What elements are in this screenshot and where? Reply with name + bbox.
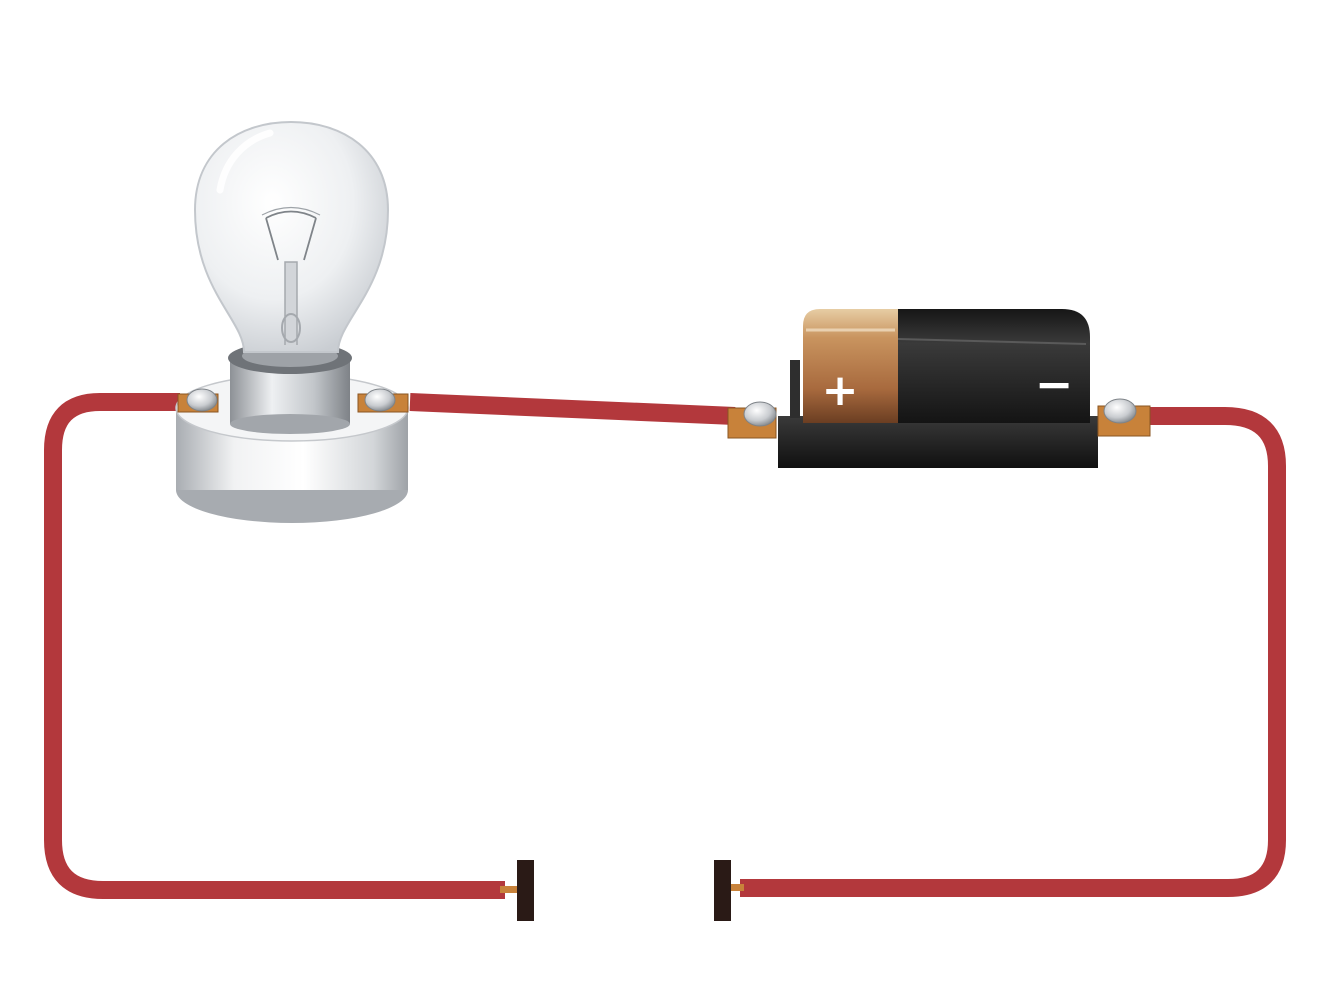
screw-terminal-icon[interactable] <box>1097 398 1151 437</box>
switch-contact-right[interactable] <box>714 860 731 921</box>
battery-icon[interactable]: + − <box>778 309 1098 468</box>
wire-tip-left <box>500 886 518 893</box>
wire-bulb-to-battery <box>409 393 736 425</box>
battery-negative-label: − <box>1035 357 1074 411</box>
screw-terminal-icon[interactable] <box>357 388 409 413</box>
screw-terminal-icon[interactable] <box>177 388 219 413</box>
battery-positive-label: + <box>822 365 859 416</box>
wire-left-loop <box>44 393 505 899</box>
wire-right-loop <box>740 407 1286 897</box>
wire-tip-right <box>728 884 744 891</box>
screw-terminal-icon[interactable] <box>727 401 777 439</box>
light-bulb-icon[interactable] <box>175 120 409 523</box>
switch-contact-left[interactable] <box>517 860 534 921</box>
